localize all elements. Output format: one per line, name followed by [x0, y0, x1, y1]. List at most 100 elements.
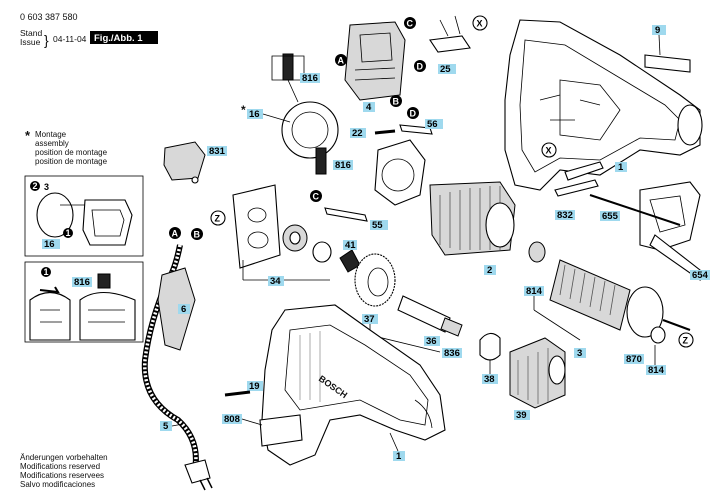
- arrow-glyph: [39, 286, 60, 294]
- spindle-part: [397, 295, 463, 337]
- label-5: [160, 421, 172, 431]
- svg-text:A: A: [338, 56, 345, 66]
- stand-label: Stand: [20, 28, 42, 38]
- label-655: [600, 211, 620, 221]
- housing-half-part: [504, 19, 703, 191]
- svg-text:X: X: [477, 19, 483, 29]
- svg-text:56: 56: [427, 119, 438, 130]
- label-37: [362, 314, 378, 324]
- footer-line: Salvo modificaciones: [20, 480, 95, 489]
- callout-X2: [541, 142, 557, 158]
- callout-D2: [407, 107, 419, 119]
- svg-text:816: 816: [74, 277, 90, 288]
- switch-part: [344, 21, 406, 101]
- svg-text:39: 39: [516, 410, 527, 421]
- baffle-plate-part: [232, 184, 281, 269]
- svg-text:4: 4: [366, 102, 372, 113]
- svg-text:C: C: [313, 192, 320, 202]
- svg-text:A: A: [172, 229, 179, 239]
- label-56: [425, 119, 443, 129]
- fig-label: Fig./Abb. 1: [94, 33, 143, 44]
- label-2: [484, 265, 496, 275]
- label-870: [624, 354, 644, 364]
- svg-text:1: 1: [396, 451, 402, 462]
- brush-plate-part: [36, 192, 74, 238]
- svg-text:1: 1: [66, 228, 71, 238]
- label-808: [222, 414, 242, 424]
- issue-date: 04-11-04: [53, 34, 87, 44]
- screw-part: [374, 129, 396, 135]
- inset-assembly-top: 2 3 1 16: [24, 175, 144, 257]
- svg-text:Z: Z: [683, 336, 689, 346]
- montage-line: assembly: [35, 139, 69, 148]
- collar-part: [479, 332, 501, 361]
- label-836: [442, 348, 462, 358]
- label-34: [268, 276, 284, 286]
- svg-text:Z: Z: [215, 214, 221, 224]
- label-16: [247, 109, 263, 119]
- field-stator-part: [429, 181, 516, 256]
- svg-text:D: D: [417, 62, 424, 72]
- screw-part: [224, 390, 251, 397]
- brace-glyph: }: [44, 32, 49, 48]
- montage-star-mark: *: [241, 103, 246, 117]
- auxiliary-handle-part: [639, 181, 701, 282]
- svg-text:D: D: [410, 109, 417, 119]
- issue-label: Issue: [20, 37, 41, 47]
- bushing-part: [312, 241, 332, 263]
- svg-text:19: 19: [249, 381, 260, 392]
- svg-text:816: 816: [335, 160, 351, 171]
- svg-text:836: 836: [444, 348, 460, 359]
- bearing-part: [528, 241, 546, 263]
- label-814-left: [524, 286, 544, 296]
- label-1-top: [615, 162, 627, 172]
- svg-text:B: B: [393, 97, 400, 107]
- callout-A: [335, 54, 347, 66]
- svg-text:654: 654: [692, 270, 709, 281]
- nameplate-part: [259, 414, 303, 447]
- label-22: [350, 128, 366, 138]
- callout-B: [390, 95, 402, 107]
- svg-text:808: 808: [224, 414, 240, 425]
- svg-text:816: 816: [302, 73, 318, 84]
- svg-text:655: 655: [602, 211, 619, 222]
- svg-text:41: 41: [345, 240, 356, 251]
- svg-text:2: 2: [487, 265, 492, 276]
- inset-frame: [24, 175, 144, 257]
- label-41: [343, 240, 357, 250]
- gear-part: [354, 253, 396, 307]
- armature-part: [528, 241, 691, 344]
- svg-text:870: 870: [626, 354, 642, 365]
- svg-text:1: 1: [44, 267, 49, 277]
- callout-D: [414, 60, 426, 72]
- callout-B2: [191, 228, 203, 240]
- montage-star: *: [25, 128, 31, 143]
- svg-text:2: 2: [33, 181, 38, 191]
- svg-text:37: 37: [364, 314, 375, 325]
- svg-text:1: 1: [618, 162, 624, 173]
- brush-part: [97, 273, 111, 289]
- svg-text:22: 22: [352, 128, 363, 139]
- callout-C2: [310, 190, 322, 202]
- terminal-part: [399, 124, 433, 135]
- callout-2: [30, 181, 40, 191]
- capacitor-part: [429, 35, 471, 53]
- montage-note: * Montage assembly position de montage p…: [25, 128, 108, 166]
- label-654: [690, 270, 710, 280]
- callout-3: 3: [44, 182, 49, 192]
- svg-text:5: 5: [163, 421, 169, 432]
- svg-text:831: 831: [209, 146, 226, 157]
- spring-part: [554, 161, 604, 197]
- brush-holder-part: [271, 53, 339, 175]
- label-36: [424, 336, 440, 346]
- svg-text:C: C: [407, 19, 414, 29]
- label-25: [438, 64, 456, 74]
- label-816-mid: [333, 160, 353, 170]
- callout-Z2: [678, 332, 694, 348]
- label-816-inset: [72, 277, 92, 287]
- footer-note: Änderungen vorbehalten Modifications res…: [20, 453, 108, 489]
- footer-line: Änderungen vorbehalten: [20, 453, 108, 462]
- footer-line: Modifications reserved: [20, 462, 100, 471]
- header: 0 603 387 580 Stand Issue } 04-11-04 Fig…: [20, 12, 158, 48]
